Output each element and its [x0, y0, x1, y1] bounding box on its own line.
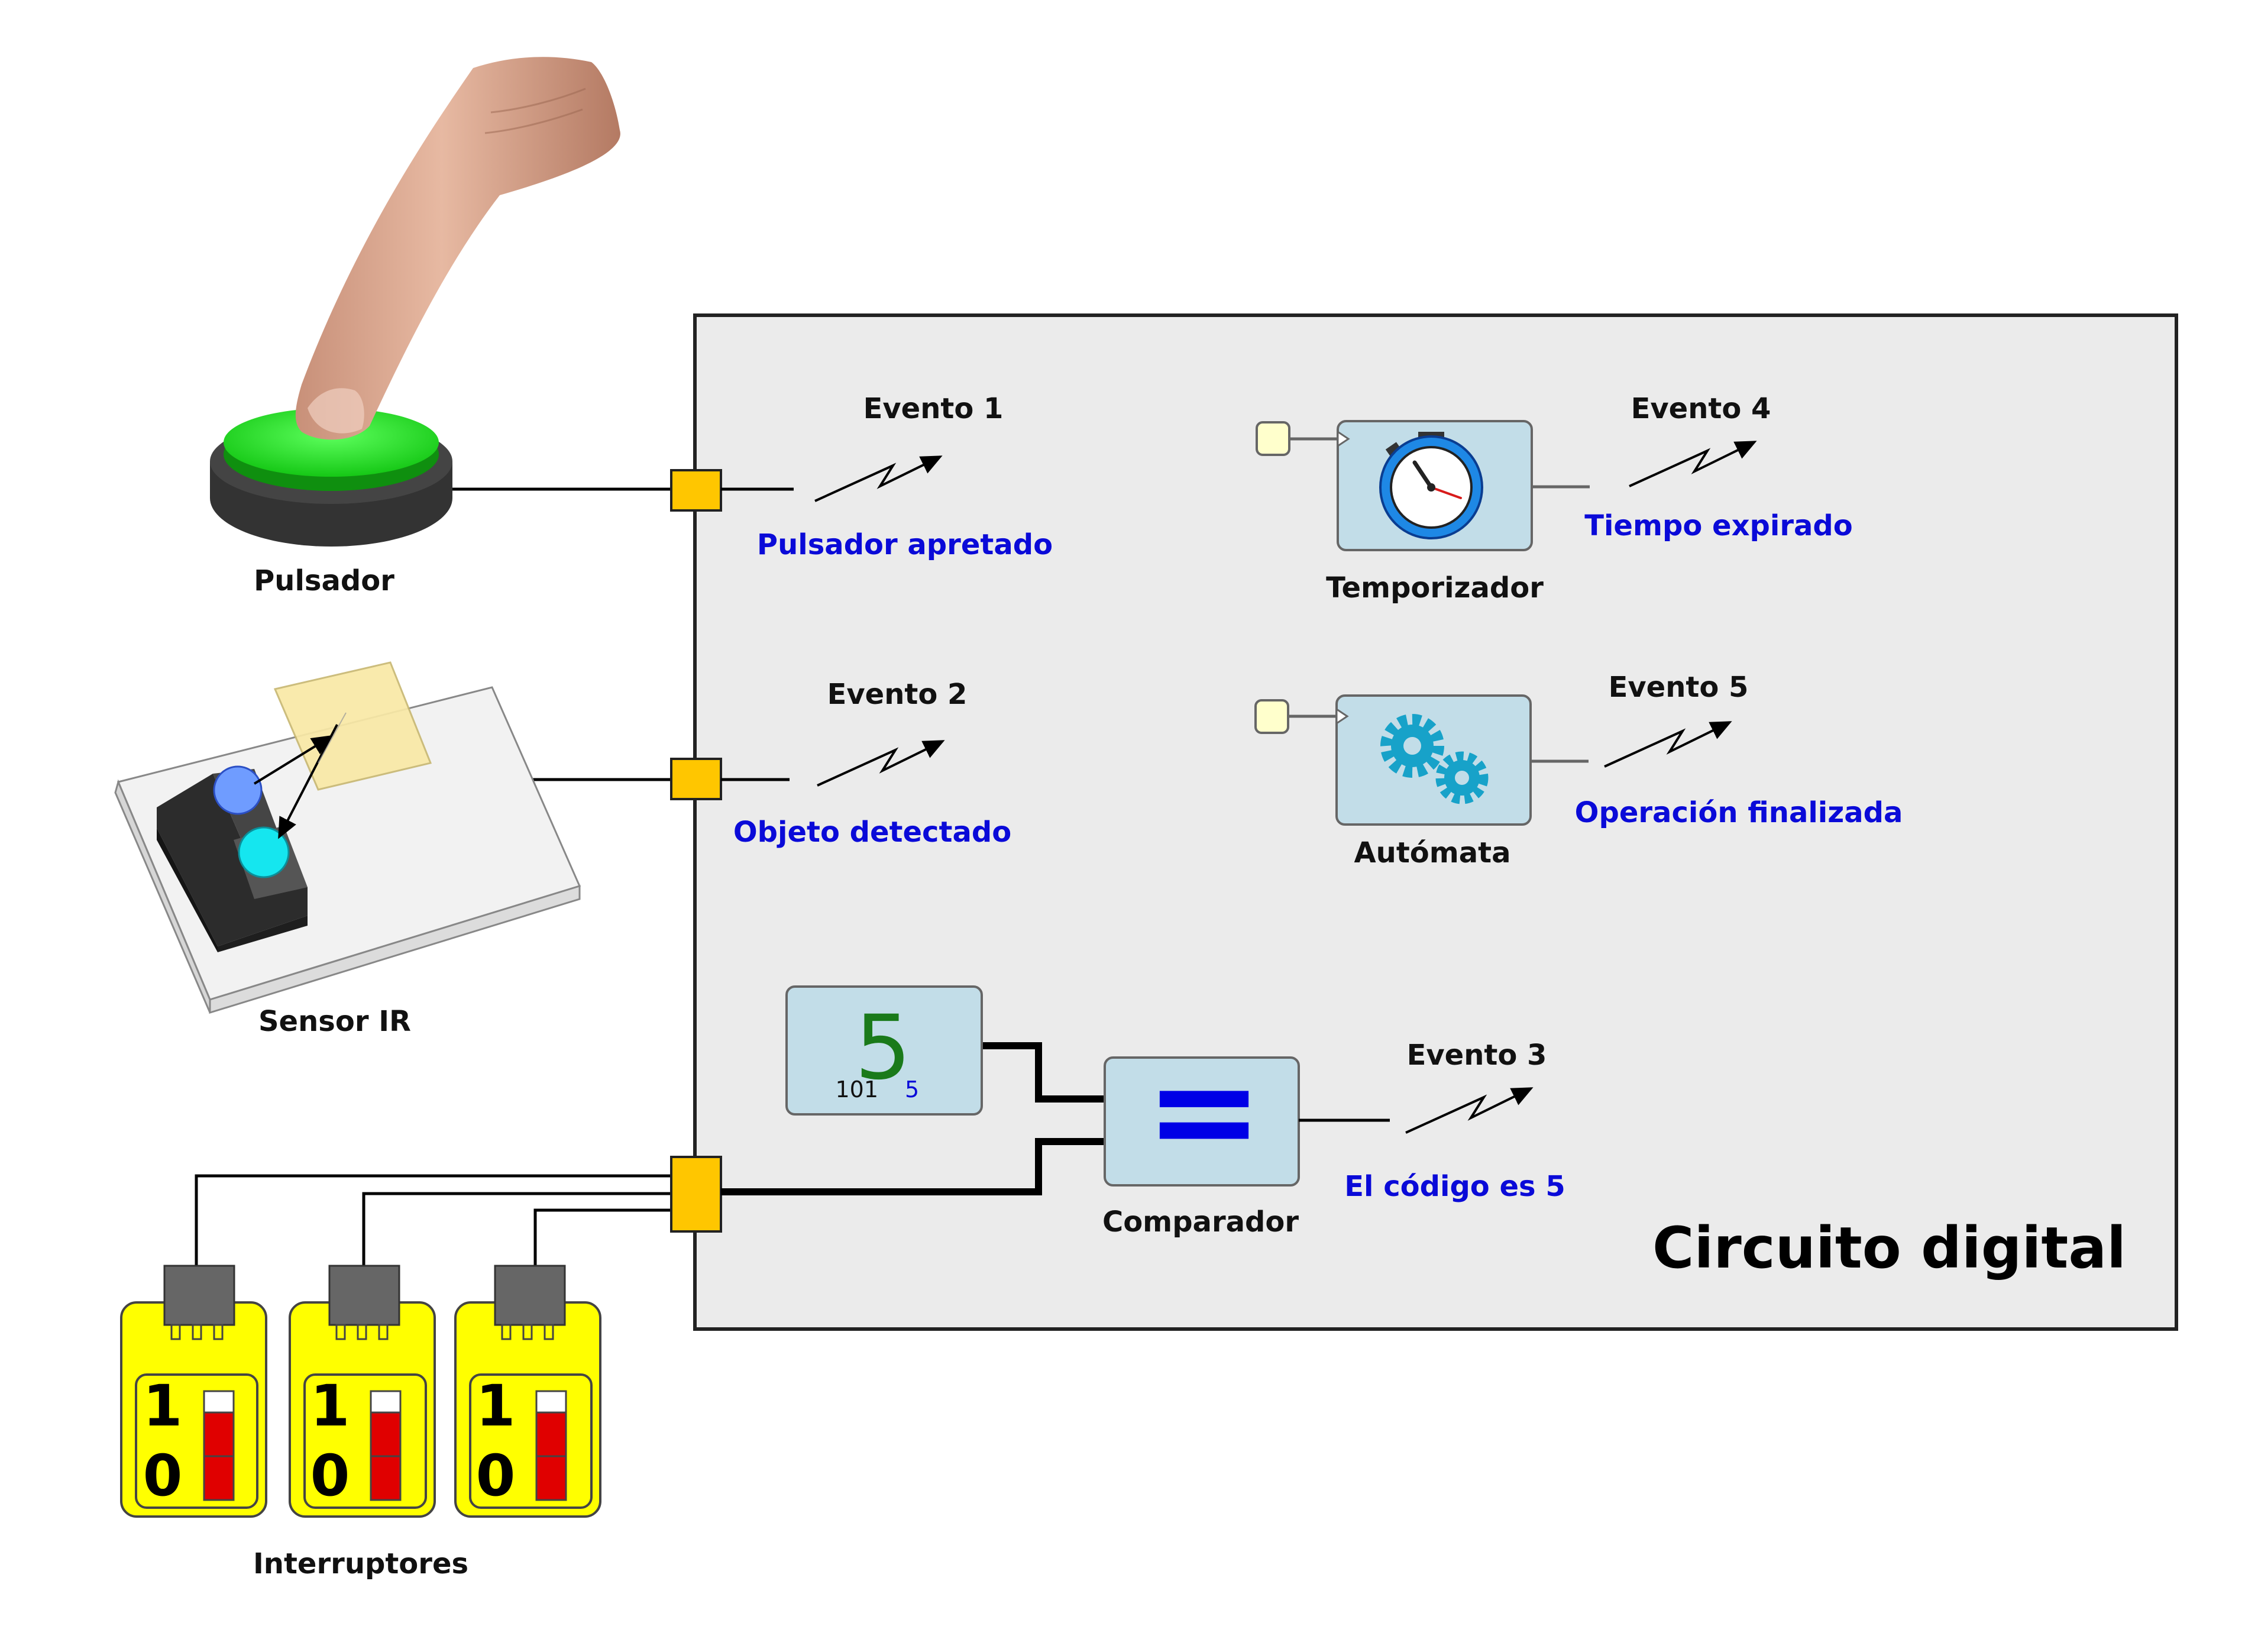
port-switches — [670, 1156, 722, 1233]
event-5-name: Evento 5 — [1609, 671, 1749, 704]
event-5-signal — [1604, 721, 1732, 768]
event-2-name: Evento 2 — [827, 678, 968, 711]
port-sensor — [670, 758, 722, 800]
port-pulsador — [670, 469, 722, 512]
automaton-label: Autómata — [1354, 836, 1511, 869]
timer-label: Temporizador — [1326, 571, 1544, 604]
timer-block[interactable] — [1256, 420, 1590, 551]
comparator-symbol: = — [1144, 1027, 1263, 1193]
switch-3-high: 1 — [476, 1373, 516, 1439]
event-1-name: Evento 1 — [863, 392, 1004, 425]
event-1-signal — [814, 455, 943, 502]
constant-value: 5 — [855, 997, 911, 1100]
event-4-desc: Tiempo expirado — [1584, 509, 1853, 542]
wire-switch-3 — [533, 1208, 671, 1266]
bus-to-comparator — [721, 1138, 1105, 1195]
ir-sensor-icon — [114, 661, 581, 1014]
event-1-desc: Pulsador apretado — [757, 528, 1053, 561]
switches-label: Interruptores — [253, 1547, 468, 1580]
switch-1-low: 0 — [143, 1443, 183, 1509]
switch-3-low: 0 — [476, 1443, 516, 1509]
switch-1[interactable]: 1 0 — [120, 1265, 267, 1518]
wire-switch-2 — [362, 1192, 671, 1266]
comparator-label: Comparador — [1102, 1205, 1299, 1239]
panel-title: Circuito digital — [1652, 1215, 2126, 1281]
switch-2-high: 1 — [310, 1373, 350, 1439]
bus-constant-to-comparator — [982, 1042, 1105, 1103]
event-3-name: Evento 3 — [1407, 1039, 1547, 1072]
gears-icon — [1380, 714, 1489, 804]
pulsador-label: Pulsador — [254, 564, 394, 597]
sensor-label: Sensor IR — [258, 1005, 411, 1038]
switch-3[interactable]: 1 0 — [454, 1265, 601, 1518]
switch-1-high: 1 — [143, 1373, 183, 1439]
constant-binary: 101 — [835, 1076, 878, 1103]
constant-decimal: 5 — [905, 1076, 919, 1103]
constant-block[interactable]: 5 101 5 — [785, 985, 983, 1116]
automaton-block[interactable] — [1254, 694, 1589, 826]
event-4-name: Evento 4 — [1631, 392, 1771, 425]
event-2-signal — [817, 740, 945, 787]
event-4-signal — [1629, 441, 1757, 487]
event-2-desc: Objeto detectado — [733, 816, 1011, 849]
event-5-desc: Operación finalizada — [1575, 796, 1903, 829]
comparator-block[interactable]: = — [1104, 1027, 1390, 1193]
switch-2[interactable]: 1 0 — [289, 1265, 436, 1518]
finger-icon — [295, 57, 620, 440]
push-button-icon — [210, 408, 452, 547]
event-3-signal — [1405, 1087, 1534, 1134]
switch-2-low: 0 — [310, 1443, 350, 1509]
event-3-desc: El código es 5 — [1344, 1170, 1565, 1203]
wire-switch-1 — [195, 1174, 671, 1266]
stopwatch-icon — [1379, 432, 1483, 539]
